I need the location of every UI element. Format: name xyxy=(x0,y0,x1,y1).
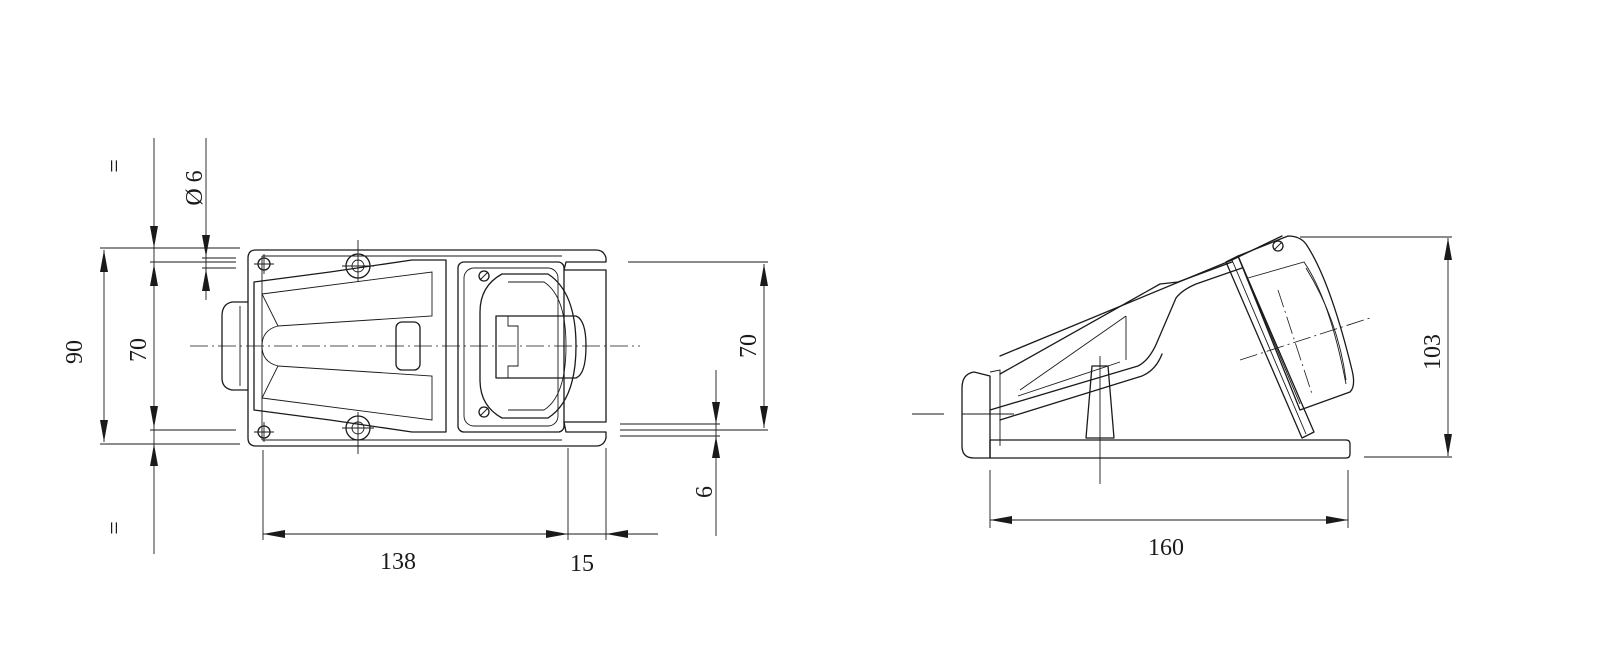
arrow-90-top xyxy=(100,250,108,272)
arrow-103-bottom xyxy=(1444,434,1452,456)
side-body-top xyxy=(999,235,1283,357)
side-body-inner-edge xyxy=(999,261,1233,375)
front-lid-taper-top xyxy=(261,271,433,327)
arrow-d6-top xyxy=(202,235,210,257)
arrow-70r-bottom xyxy=(760,406,768,428)
front-socket-screw-bottom xyxy=(478,406,490,418)
front-mounting-hole-bottom xyxy=(342,412,374,454)
dim-label-15: 15 xyxy=(570,551,594,577)
side-socket-screw xyxy=(1272,240,1284,252)
side-view: 160 103 xyxy=(912,235,1452,561)
arrow-103-top xyxy=(1444,238,1452,260)
side-socket-flange-inner xyxy=(1231,259,1307,435)
dim-label-138: 138 xyxy=(380,549,416,575)
arrow-70-bottom xyxy=(150,406,158,428)
front-left-knob xyxy=(221,301,249,391)
dim-label-160: 160 xyxy=(1148,535,1184,561)
side-body-rib xyxy=(1017,315,1127,397)
arrow-90-bottom xyxy=(100,420,108,442)
side-body-bottom-edge xyxy=(999,353,1163,421)
arrow-70-bottom-ext xyxy=(150,444,158,466)
front-body-inner-edge xyxy=(261,255,562,441)
front-socket-screw-top xyxy=(478,270,490,282)
arrow-160-right xyxy=(1326,516,1348,524)
dim-label-70-left: 70 xyxy=(126,338,152,362)
side-body-lower xyxy=(989,267,1243,411)
symmetry-mark-top: = xyxy=(102,159,128,173)
front-mounting-hole-top xyxy=(342,240,374,282)
front-corner-hole-top xyxy=(254,254,274,274)
arrow-70-top xyxy=(150,264,158,286)
side-left-knob xyxy=(961,371,991,459)
arrow-70r-top xyxy=(760,264,768,286)
dim-label-90: 90 xyxy=(62,340,88,364)
front-socket-frame xyxy=(457,261,565,433)
dim-label-103: 103 xyxy=(1420,334,1446,370)
arrow-d6-bottom xyxy=(202,269,210,291)
front-socket-frame-inner xyxy=(463,267,559,427)
arrow-160-left xyxy=(990,516,1012,524)
front-extension-lines xyxy=(100,247,768,540)
arrow-15-right xyxy=(606,530,628,538)
side-extension-lines xyxy=(989,236,1452,528)
side-socket-housing xyxy=(1237,235,1355,411)
arrow-138-right xyxy=(546,530,568,538)
arrow-138-left xyxy=(263,530,285,538)
side-left-knob-step xyxy=(989,369,1001,446)
arrow-6-bottom xyxy=(712,436,720,458)
dim-label-diameter-6: Ø 6 xyxy=(182,170,208,205)
front-corner-hole-bottom xyxy=(254,422,274,442)
front-body-outline xyxy=(247,249,607,447)
front-socket-housing xyxy=(479,273,577,419)
side-socket-flange xyxy=(1225,255,1315,439)
dim-label-70-right: 70 xyxy=(736,334,762,358)
front-socket-cap xyxy=(495,315,587,379)
side-socket-axis xyxy=(1239,289,1371,395)
symmetry-mark-bottom: = xyxy=(102,521,128,535)
side-socket-front-ring xyxy=(1305,267,1347,381)
arrow-6-top xyxy=(712,402,720,424)
front-socket-notch xyxy=(507,316,519,378)
arrow-70-top-ext xyxy=(150,226,158,248)
dim-label-6: 6 xyxy=(692,486,718,498)
front-view: 90 70 = = Ø 6 70 6 138 15 xyxy=(62,138,768,577)
front-lid-taper-bottom xyxy=(261,365,433,421)
side-support-leg xyxy=(1085,365,1115,439)
side-base-plate xyxy=(989,439,1351,459)
front-lid-frame xyxy=(253,259,447,433)
